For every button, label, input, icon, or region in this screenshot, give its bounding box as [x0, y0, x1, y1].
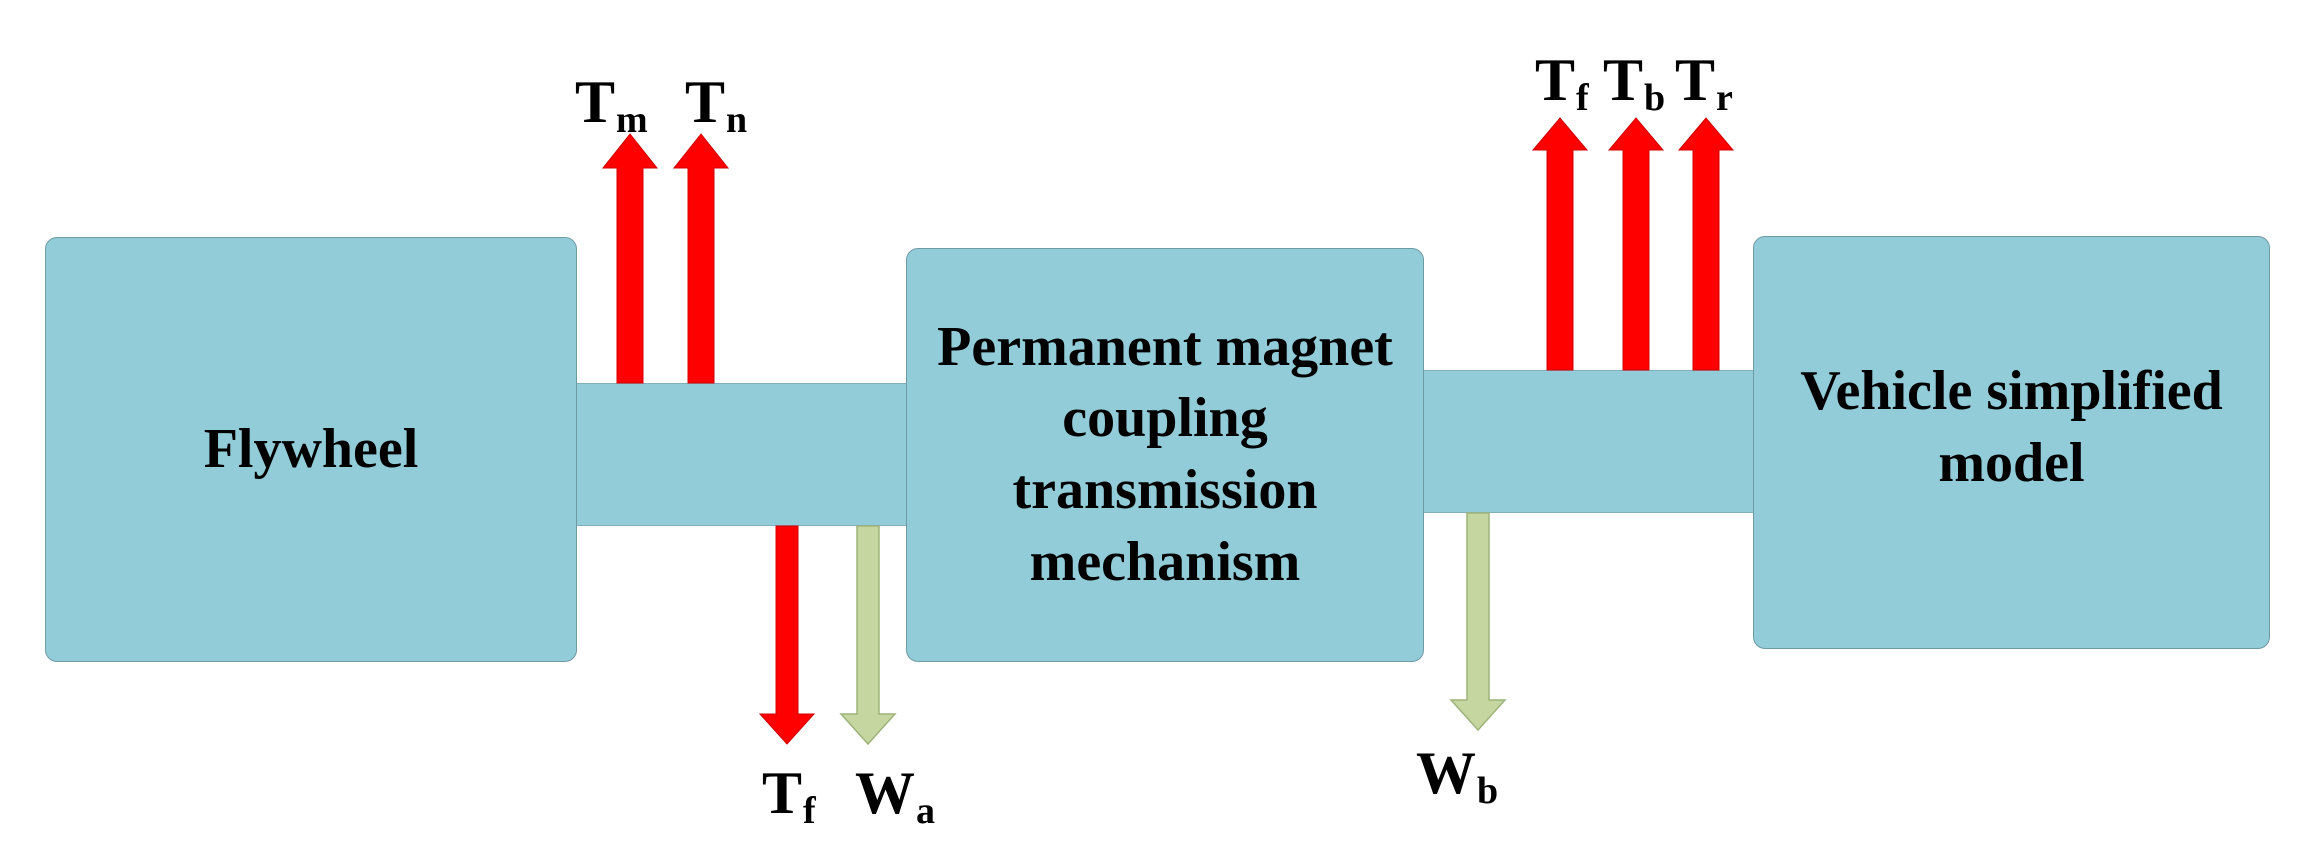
vehicle-model-line-1: Vehicle simplified	[1800, 359, 2223, 422]
label-tf-bottom: Tf	[762, 760, 816, 832]
torque-arrow-tn	[672, 133, 730, 384]
torque-arrow-tr	[1677, 117, 1735, 371]
label-tn: Tn	[685, 69, 748, 141]
magnet-coupling-line-4: mechanism	[1029, 530, 1301, 593]
shaft-right	[1420, 370, 1758, 513]
magnet-coupling-block: Permanent magnet coupling transmission m…	[906, 248, 1424, 662]
torque-arrow-tm	[601, 133, 659, 384]
label-wa: Wa	[855, 760, 935, 832]
vehicle-model-block: Vehicle simplified model	[1753, 236, 2270, 649]
speed-arrow-wb	[1449, 512, 1507, 732]
flywheel-block: Flywheel	[45, 237, 577, 662]
vehicle-model-line-2: model	[1938, 431, 2085, 494]
vehicle-model-label: Vehicle simplified model	[1800, 356, 2223, 499]
speed-arrow-wa	[839, 525, 897, 746]
label-tm: Tm	[575, 69, 648, 141]
flywheel-label: Flywheel	[203, 417, 419, 480]
label-wb: Wb	[1416, 740, 1499, 812]
shaft-left	[574, 383, 910, 526]
label-tf-top: Tf	[1535, 47, 1589, 119]
magnet-coupling-line-2: coupling	[1062, 387, 1268, 450]
torque-arrow-tb	[1607, 117, 1665, 371]
label-tb: Tb	[1603, 47, 1666, 119]
magnet-coupling-line-1: Permanent magnet	[937, 315, 1393, 378]
label-tr: Tr	[1675, 47, 1733, 119]
magnet-coupling-line-3: transmission	[1012, 459, 1318, 521]
torque-arrow-tf-top	[1531, 117, 1589, 371]
torque-arrow-tf-bottom	[758, 525, 816, 745]
magnet-coupling-label: Permanent magnet coupling transmission m…	[937, 312, 1393, 599]
